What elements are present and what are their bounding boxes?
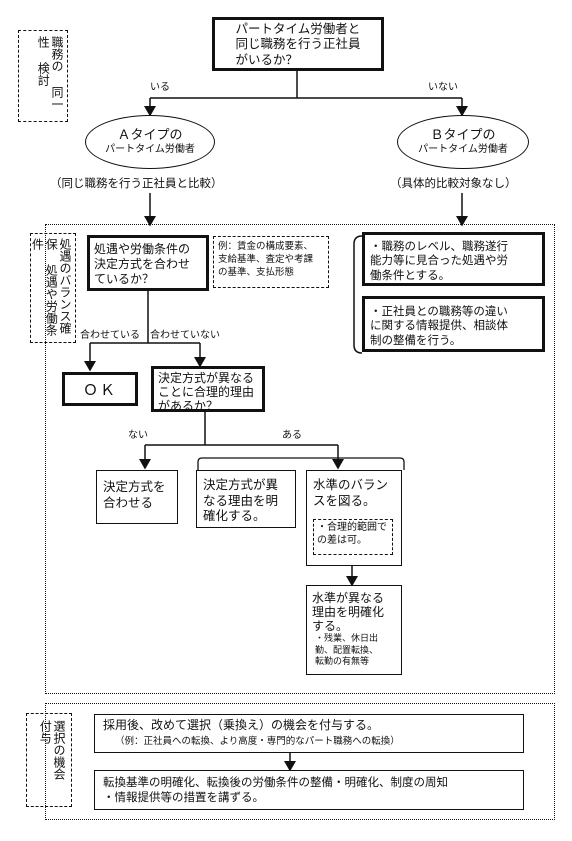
- type-a-note: （同じ職務を行う正社員と比較）: [50, 176, 223, 190]
- balance-side-text: 処遇のバランス確保 処遇や労働条件: [30, 238, 72, 336]
- level-reason-box: 水準が異なる 理由を明確化 する。 ・残業、休日出 勤、配置転換、 転勤の有無等: [306, 585, 402, 675]
- start-question-text: パートタイム労働者と 同じ職務を行う正社員 がいるか？: [235, 20, 361, 67]
- label-none: ない: [128, 430, 148, 441]
- opportunity-section: [45, 703, 555, 820]
- ok-text: ＯＫ: [82, 380, 117, 399]
- action-balance-text: 水準のバラン スを図る。: [313, 477, 389, 508]
- balance-note-text: ・合理的範囲で の差は可。: [317, 522, 387, 546]
- action-balance-box: 水準のバラン スを図る。 ・合理的範囲で の差は可。: [306, 470, 402, 566]
- type-b-note: （具体的比較対象なし）: [390, 176, 517, 190]
- b-item-2-box: ・正社員との職務等の違い に関する情報提供、相談体 制の整備を行う。: [362, 296, 545, 352]
- type-b-name: Ｂタイプの: [430, 128, 496, 144]
- balance-note-box: ・合理的範囲で の差は可。: [313, 519, 393, 555]
- reason-question-box: 決定方式が異なる ことに合理的理由 があるか？: [151, 366, 265, 414]
- opportunity-measures-text: 転換基準の明確化、転換後の労働条件の整備・明確化、制度の周知 ・情報提供等の措置…: [103, 775, 448, 804]
- action-align-text: 決定方式を 合わせる: [103, 479, 166, 510]
- b-item-1-text: ・職務のレベル、職務遂行 能力等に見合った処遇や労 働条件とする。: [370, 239, 508, 282]
- b-item-2-text: ・正社員との職務等の違い に関する情報提供、相談体 制の整備を行う。: [370, 304, 508, 347]
- balance-side-label: 処遇のバランス確保 処遇や労働条件: [30, 233, 76, 343]
- branch-no-label: いない: [428, 82, 458, 93]
- start-question-box: パートタイム労働者と 同じ職務を行う正社員 がいるか？: [212, 17, 384, 71]
- balance-section: [45, 224, 555, 694]
- type-a-sub: パートタイム労働者: [105, 143, 195, 155]
- example-note-text: 例：賃金の構成要素、 支給基準、査定や考課 の基準、支払形態: [218, 241, 314, 278]
- example-note-box: 例：賃金の構成要素、 支給基準、査定や考課 の基準、支払形態: [213, 236, 329, 288]
- opportunity-measures-box: 転換基準の明確化、転換後の労働条件の整備・明確化、制度の周知 ・情報提供等の措置…: [94, 770, 524, 810]
- method-question-text: 処遇や労働条件の 決定方式を合わせ ているか？: [94, 242, 191, 286]
- type-a-name: Ａタイプの: [117, 128, 183, 144]
- level-reason-text: 水準が異なる 理由を明確化 する。: [312, 591, 385, 634]
- not-matched-label: 合わせていない: [150, 330, 220, 341]
- label-exists: ある: [282, 430, 302, 441]
- ok-box: ＯＫ: [62, 372, 138, 406]
- action-clarify-box: 決定方式が異 なる理由を明 確化する。: [196, 470, 296, 528]
- opportunity-example-text: （例：正社員への転換、より高度・専門的なパート職務への転換）: [115, 736, 400, 747]
- matched-label: 合わせている: [80, 330, 140, 341]
- opportunity-main-text: 採用後、改めて選択（乗換え）の機会を付与する。: [103, 718, 380, 732]
- opportunity-side-label: 選択の機会 付与: [26, 713, 72, 807]
- method-question-box: 処遇や労働条件の 決定方式を合わせ ているか？: [87, 235, 209, 291]
- opportunity-main-box: 採用後、改めて選択（乗換え）の機会を付与する。 （例：正社員への転換、より高度・…: [94, 714, 524, 753]
- type-b-sub: パートタイム労働者: [418, 143, 508, 155]
- b-item-1-box: ・職務のレベル、職務遂行 能力等に見合った処遇や労 働条件とする。: [362, 232, 545, 286]
- type-b-ellipse: Ｂタイプの パートタイム労働者: [397, 115, 529, 169]
- type-a-ellipse: Ａタイプの パートタイム労働者: [85, 115, 215, 169]
- identity-side-label: 職務の 同一性 検討: [18, 30, 68, 122]
- action-clarify-text: 決定方式が異 なる理由を明 確化する。: [203, 477, 279, 524]
- reason-question-text: 決定方式が異なる ことに合理的理由 があるか？: [158, 371, 255, 414]
- level-reason-note: ・残業、休日出 勤、配置転換、 転勤の有無等: [315, 634, 379, 668]
- identity-side-text: 職務の 同一性 検討: [36, 36, 64, 110]
- branch-yes-label: いる: [150, 82, 170, 93]
- action-align-box: 決定方式を 合わせる: [96, 470, 178, 524]
